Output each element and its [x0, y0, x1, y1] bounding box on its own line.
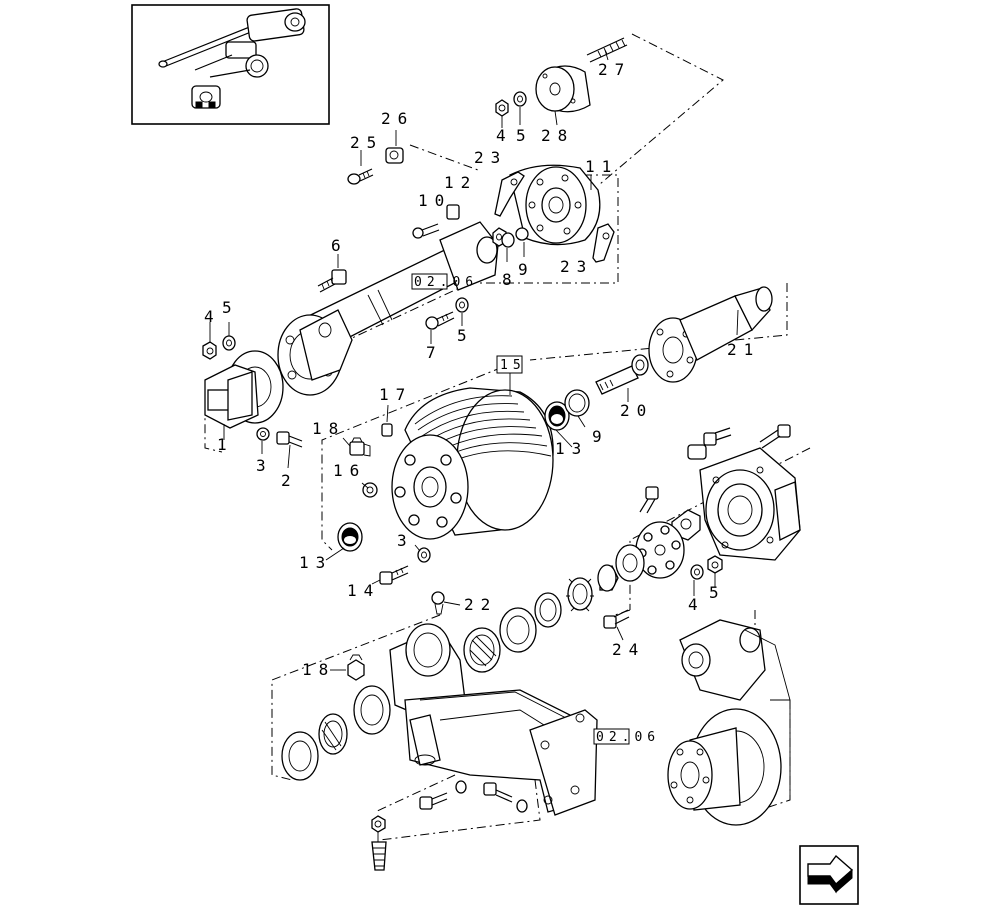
- callout-12: 12: [444, 173, 477, 192]
- callout-24: 24: [612, 640, 645, 659]
- angle-gearbox-housing: [687, 424, 801, 561]
- bolt-2-washer-3: [256, 427, 303, 469]
- callout-4: 4: [496, 126, 513, 145]
- wheel-hub: [667, 619, 791, 826]
- callout-5: 5: [709, 583, 726, 602]
- overview-thumbnail: [131, 4, 330, 125]
- gear-train-components: [603, 486, 723, 641]
- ref-02-06-text: 02.06: [596, 730, 660, 745]
- callout-15: 15: [500, 358, 526, 373]
- fittings-16-17-18: [342, 404, 393, 498]
- callout-8: 8: [502, 270, 519, 289]
- callout-20: 20: [620, 401, 653, 420]
- bearing-stack: [431, 564, 619, 673]
- callout-18: 18: [312, 419, 345, 438]
- callout-4: 4: [204, 307, 221, 326]
- callout-13: 13: [555, 439, 588, 458]
- callout-5: 5: [457, 326, 474, 345]
- callout-25: 25: [350, 133, 383, 152]
- callout-3: 3: [256, 456, 273, 475]
- reference-02-06-upper: 02.06: [411, 273, 478, 290]
- callout-5: 5: [222, 298, 239, 317]
- bolt-7: [425, 297, 469, 344]
- callout-9: 9: [592, 427, 609, 446]
- callout-2: 2: [281, 471, 298, 490]
- bolt-and-nut-25-26: [347, 130, 404, 185]
- reference-02-06-lower: 02.06: [593, 728, 660, 745]
- callout-14: 14: [347, 581, 380, 600]
- input-shaft-20-21: [544, 286, 773, 448]
- callout-13: 13: [299, 553, 332, 572]
- callout-23: 23: [560, 257, 593, 276]
- callout-4: 4: [688, 595, 705, 614]
- callout-21: 21: [727, 340, 760, 359]
- callout-28: 28: [541, 126, 574, 145]
- callout-17: 17: [379, 385, 412, 404]
- callout-5: 5: [516, 126, 533, 145]
- collar-assembly: [495, 37, 628, 128]
- callout-26: 26: [381, 109, 414, 128]
- callout-23: 23: [474, 148, 507, 167]
- propeller-shaft: [277, 204, 529, 396]
- callout-27: 27: [598, 60, 631, 79]
- callout-1: 1: [217, 435, 234, 454]
- output-flange-11: [494, 164, 615, 263]
- bolt-6: [317, 254, 347, 293]
- callout-labels: 1 2 3 3 4 4 4 5 5 5 5 6 7 8 9 9 10 11 12…: [204, 60, 760, 679]
- callout-16: 16: [333, 461, 366, 480]
- seal-13-bolt-14: [325, 522, 431, 585]
- axle-housing: [281, 623, 598, 816]
- grease-nipple: [371, 815, 387, 871]
- callout-11: 11: [585, 157, 618, 176]
- callout-18: 18: [302, 660, 335, 679]
- callout-7: 7: [426, 343, 443, 362]
- ref-02-06-text: 02.06: [414, 275, 478, 290]
- callout-22: 22: [464, 595, 497, 614]
- callout-15-boxed: 15: [496, 355, 526, 374]
- callout-9: 9: [518, 260, 535, 279]
- drive-coupling-1: [202, 322, 284, 440]
- callout-3: 3: [397, 531, 414, 550]
- v-belt-pulley-15: [391, 373, 554, 540]
- callout-6: 6: [331, 236, 348, 255]
- next-page-arrow-icon[interactable]: [799, 845, 859, 905]
- callout-10: 10: [418, 191, 451, 210]
